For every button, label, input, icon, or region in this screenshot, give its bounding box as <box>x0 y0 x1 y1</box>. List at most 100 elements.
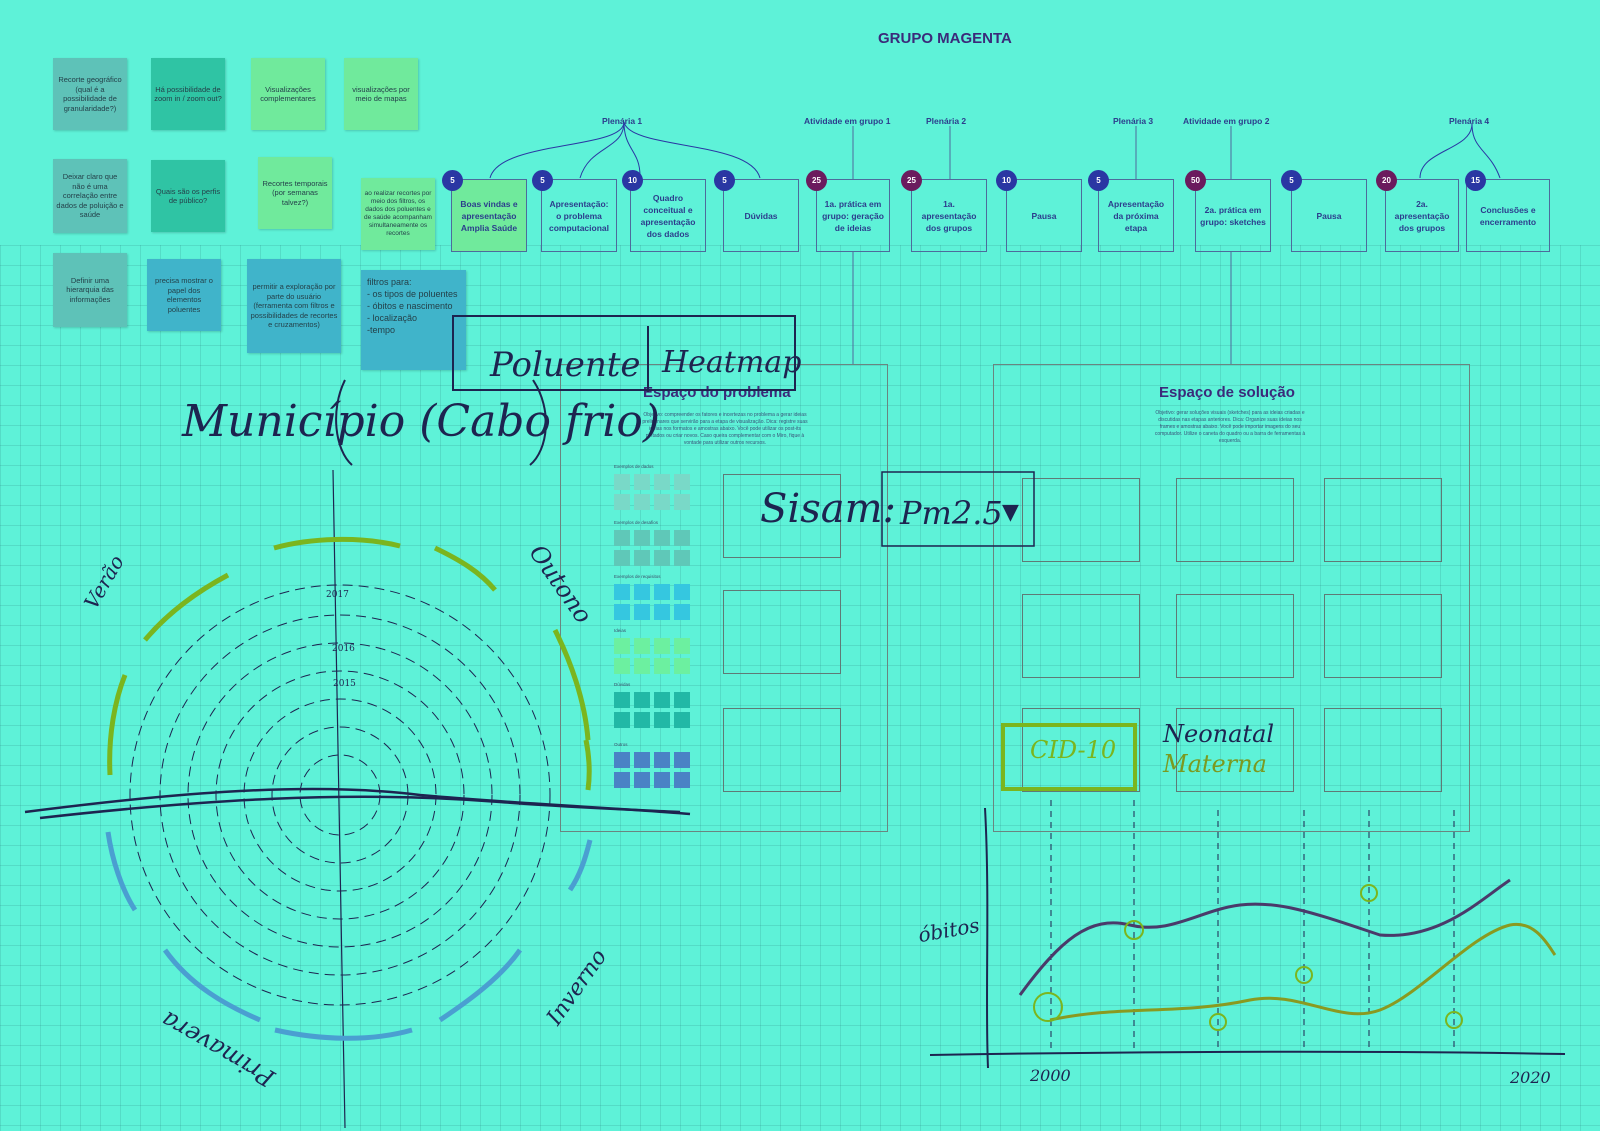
mini-sticky-tile <box>654 752 670 768</box>
solution-slot[interactable] <box>1022 708 1140 792</box>
sticky-note[interactable]: ao realizar recortes por meio dos filtro… <box>361 178 435 250</box>
agenda-card[interactable]: 2a. apresentação dos grupos <box>1385 179 1459 252</box>
section-label: Exemplos de desafios <box>614 520 659 525</box>
mini-sticky-tile <box>654 772 670 788</box>
sticky-note[interactable]: Deixar claro que não é uma correlação en… <box>53 159 127 233</box>
mini-sticky-tile <box>674 530 690 546</box>
solution-slot[interactable] <box>1324 594 1442 678</box>
problem-slot[interactable] <box>723 708 841 792</box>
solution-space-title: Espaço de solução <box>1159 384 1295 401</box>
sticky-note[interactable]: visualizações por meio de mapas <box>344 58 418 130</box>
solution-slot[interactable] <box>1022 594 1140 678</box>
solution-slot[interactable] <box>1324 708 1442 792</box>
phase-label: Plenária 2 <box>926 116 967 126</box>
agenda-card[interactable]: Pausa <box>1291 179 1367 252</box>
phase-label: Plenária 3 <box>1113 116 1154 126</box>
cid10-highlight <box>1001 723 1137 791</box>
category-cid10: CID-10 <box>1030 736 1117 764</box>
sticky-note[interactable]: Definir uma hierarquia das informações <box>53 253 127 327</box>
agenda-card[interactable]: 2a. prática em grupo: sketches <box>1195 179 1271 252</box>
pollutant-dropdown-value[interactable]: Pm2.5 <box>900 494 1003 532</box>
mini-sticky-tile <box>614 474 630 490</box>
phase-label: Atividade em grupo 2 <box>1183 116 1270 126</box>
agenda-card[interactable]: Dúvidas <box>723 179 799 252</box>
year-label: 2015 <box>333 679 356 689</box>
mini-sticky-tile <box>654 494 670 510</box>
mini-sticky-tile <box>674 772 690 788</box>
duration-badge: 10 <box>996 170 1017 191</box>
sticky-note[interactable]: Recortes temporais (por semanas talvez?) <box>258 157 332 229</box>
mini-sticky-tile <box>614 604 630 620</box>
mini-sticky-tile <box>614 638 630 654</box>
duration-badge: 5 <box>442 170 463 191</box>
agenda-card[interactable]: Apresentação: o problema computacional <box>541 179 617 252</box>
solution-space-frame[interactable] <box>993 364 1470 832</box>
agenda-card[interactable]: Boas vindas e apresentação Amplia Saúde <box>451 179 527 252</box>
mini-sticky-tile <box>674 550 690 566</box>
section-label: Exemplos de requisitos <box>614 574 661 579</box>
board-title: GRUPO MAGENTA <box>878 30 1012 47</box>
mini-sticky-tile <box>674 658 690 674</box>
mini-sticky-tile <box>634 530 650 546</box>
mini-sticky-tile <box>654 530 670 546</box>
dropdown-arrow-icon[interactable]: ▼ <box>1002 500 1019 525</box>
phase-label: Plenária 1 <box>602 116 643 126</box>
agenda-card[interactable]: Pausa <box>1006 179 1082 252</box>
problem-slot[interactable] <box>723 590 841 674</box>
heatmap-tab-heatmap[interactable]: Heatmap <box>662 345 802 380</box>
mini-sticky-tile <box>614 530 630 546</box>
problem-space-title: Espaço do problema <box>643 384 791 401</box>
phase-label: Plenária 4 <box>1449 116 1490 126</box>
mini-sticky-tile <box>634 692 650 708</box>
sticky-note[interactable]: filtros para: - os tipos de poluentes - … <box>361 270 466 370</box>
problem-space-frame[interactable] <box>560 364 888 832</box>
duration-badge: 25 <box>806 170 827 191</box>
solution-slot[interactable] <box>1176 478 1294 562</box>
sticky-note[interactable]: Visualizações complementares <box>251 58 325 130</box>
solution-slot[interactable] <box>1176 594 1294 678</box>
section-label: Ideias <box>614 628 627 633</box>
mini-sticky-tile <box>634 752 650 768</box>
solution-slot[interactable] <box>1176 708 1294 792</box>
sticky-note[interactable]: precisa mostrar o papel dos elementos po… <box>147 259 221 331</box>
problem-space-description: Objetivo: compreender os fatores e incer… <box>642 412 808 446</box>
year-label: 2017 <box>326 590 349 600</box>
sticky-note[interactable]: Há possibilidade de zoom in / zoom out? <box>151 58 225 130</box>
section-label: Outros <box>614 742 628 747</box>
mini-sticky-tile <box>674 692 690 708</box>
agenda-card[interactable]: Quadro conceitual e apresentação dos dad… <box>630 179 706 252</box>
pollutant-dropdown-box[interactable] <box>881 471 1035 547</box>
mini-sticky-tile <box>654 604 670 620</box>
mini-sticky-tile <box>634 474 650 490</box>
category-neonatal: Neonatal <box>1163 720 1275 748</box>
agenda-card[interactable]: 1a. apresentação dos grupos <box>911 179 987 252</box>
mini-sticky-tile <box>654 584 670 600</box>
mini-sticky-tile <box>674 604 690 620</box>
mini-sticky-tile <box>674 638 690 654</box>
mini-sticky-tile <box>614 692 630 708</box>
duration-badge: 5 <box>532 170 553 191</box>
mini-sticky-tile <box>614 712 630 728</box>
sticky-note[interactable]: permitir a exploração por parte do usuár… <box>247 259 341 353</box>
mini-sticky-tile <box>634 604 650 620</box>
sticky-note[interactable]: Quais são os perfis de público? <box>151 160 225 232</box>
section-label: Dúvidas <box>614 682 631 687</box>
sticky-note[interactable]: Recorte geográfico (qual é a possibilida… <box>53 58 127 130</box>
heatmap-tab-pollutant[interactable]: Poluente <box>490 345 641 385</box>
solution-space-description: Objetivo: gerar soluções visuais (sketch… <box>1154 410 1306 444</box>
chart-x-end: 2020 <box>1510 1068 1551 1087</box>
mini-sticky-tile <box>654 550 670 566</box>
mini-sticky-tile <box>634 712 650 728</box>
agenda-card[interactable]: Conclusões e encerramento <box>1466 179 1550 252</box>
solution-slot[interactable] <box>1324 478 1442 562</box>
problem-slot[interactable] <box>723 474 841 558</box>
section-label: Exemplos de dados <box>614 464 654 469</box>
municipality-label: Município (Cabo frio) <box>182 396 660 447</box>
mini-sticky-tile <box>674 474 690 490</box>
solution-slot[interactable] <box>1022 478 1140 562</box>
mini-sticky-tile <box>634 638 650 654</box>
mini-sticky-tile <box>634 772 650 788</box>
category-materna: Materna <box>1163 750 1267 778</box>
mini-sticky-tile <box>614 550 630 566</box>
